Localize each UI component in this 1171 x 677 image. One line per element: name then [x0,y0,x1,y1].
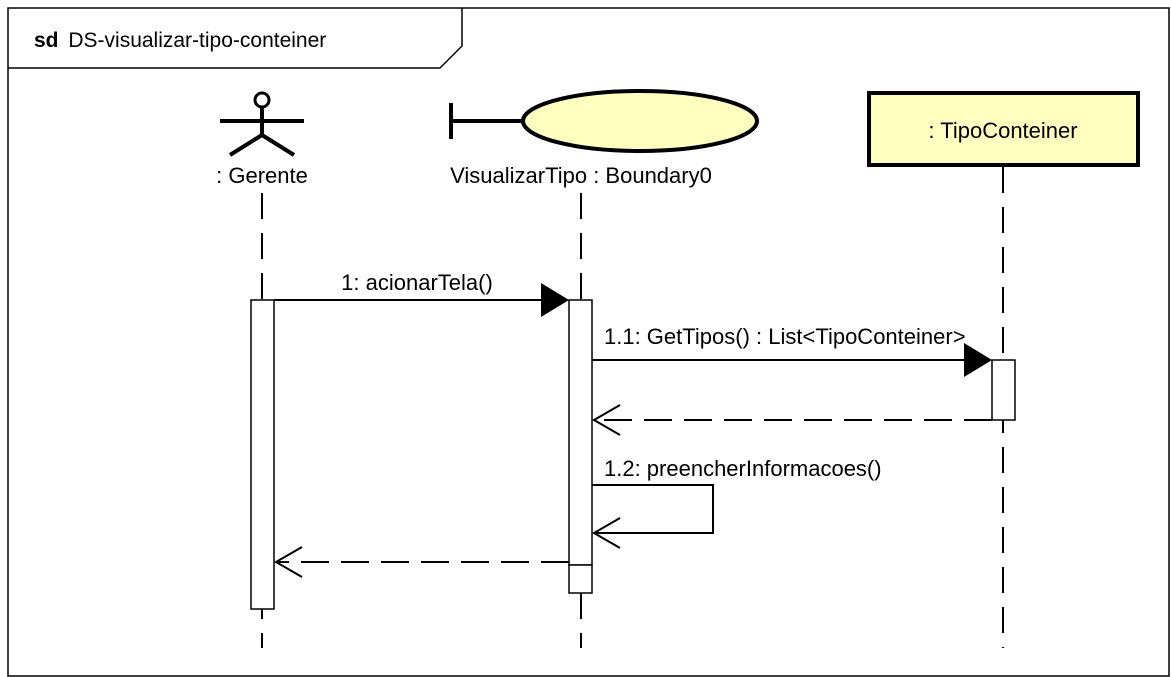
lifeline-gerente[interactable]: : Gerente [216,91,308,648]
entity-box [867,91,1140,167]
activation-bar [568,299,593,566]
message-1-label: 1: acionarTela() [341,270,493,295]
message-1-2-label: 1.2: preencherInformacoes() [604,456,882,481]
frame-keyword: sd [34,29,59,52]
message-1-1-label: 1.1: GetTipos() : List<TipoConteiner> [604,324,966,349]
activation-bar [250,299,275,610]
svg-text:sd DS-visualizar-tipo-co: sd DS-visualizar-tipo-conteiner [34,29,326,52]
frame-title-tab [8,8,463,69]
frame-name: DS-visualizar-tipo-conteiner [68,29,326,52]
filled-arrowhead-icon [541,283,569,317]
open-arrowhead-icon [273,546,303,578]
activation-bar-nested [568,564,593,594]
open-arrowhead-icon [591,517,621,549]
boundary-icon [449,89,759,153]
open-arrowhead-icon [591,404,621,436]
activation-bar [991,359,1016,421]
lifeline-boundary[interactable]: VisualizarTipo : Boundary0 [449,89,759,648]
return-1[interactable] [273,546,569,578]
boundary-label: VisualizarTipo : Boundary0 [450,163,712,188]
lifeline-tipoconteiner[interactable]: : TipoConteiner [867,91,1140,648]
actor-label: : Gerente [216,163,308,188]
message-1-2-line [592,484,714,534]
filled-arrowhead-icon [964,343,992,377]
message-1-1[interactable]: 1.1: GetTipos() : List<TipoConteiner> [592,324,992,377]
message-1-2[interactable]: 1.2: preencherInformacoes() [591,456,882,549]
return-1-1[interactable] [591,404,992,436]
frame-border [7,7,1170,677]
entity-label: : TipoConteiner [928,118,1077,143]
frame: sd DS-visualizar-tipo-conteiner [7,7,1170,677]
message-1[interactable]: 1: acionarTela() [274,270,569,317]
actor-icon [220,91,304,157]
